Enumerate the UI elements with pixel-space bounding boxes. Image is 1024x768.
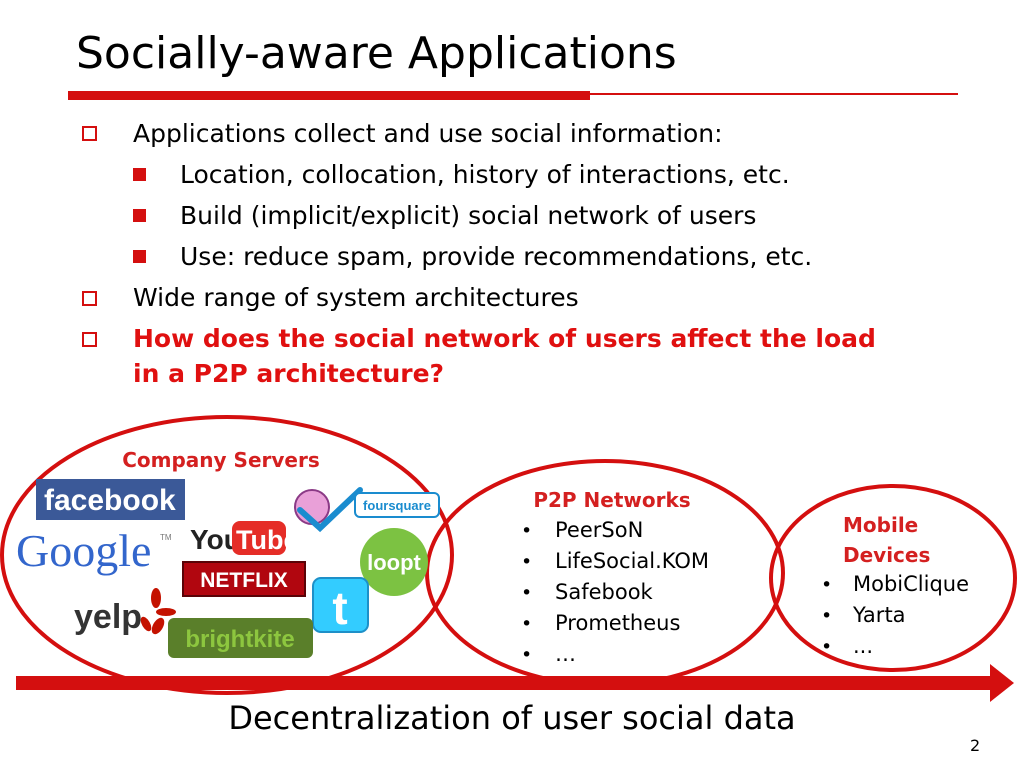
company-servers-label: Company Servers: [122, 448, 320, 472]
list-bullet-icon: •: [521, 582, 532, 604]
p2p-list: • PeerSoN • LifeSocial.KOM • Safebook • …: [521, 518, 709, 666]
title-rule-thick: [68, 91, 590, 100]
p2p-item: PeerSoN: [555, 518, 643, 542]
list-bullet-icon: •: [821, 636, 832, 658]
brightkite-logo-text: brightkite: [185, 626, 294, 653]
question-line-2: in a P2P architecture?: [133, 359, 445, 388]
hollow-square-bullet-icon: [82, 291, 97, 306]
google-tm-mark: TM: [160, 533, 172, 542]
netflix-logo-text: NETFLIX: [200, 569, 288, 592]
facebook-logo: facebook: [36, 479, 185, 520]
p2p-item: LifeSocial.KOM: [555, 549, 709, 573]
twitter-logo: t: [312, 577, 369, 634]
list-bullet-icon: •: [521, 613, 532, 635]
youtube-tube-text: Tube: [236, 525, 299, 555]
company-servers-oval: [0, 415, 454, 695]
mobile-item: Yarta: [852, 603, 906, 627]
yelp-logo-text: yelp: [74, 598, 142, 636]
foursquare-logo-text: foursquare: [363, 498, 431, 513]
yelp-logo: yelp: [74, 588, 176, 636]
facebook-logo-text: facebook: [44, 484, 176, 517]
brightkite-logo: brightkite: [168, 618, 313, 658]
p2p-item: Safebook: [555, 580, 654, 604]
p2p-item: Prometheus: [555, 611, 680, 635]
arrow-caption: Decentralization of user social data: [228, 699, 796, 737]
list-bullet-icon: •: [521, 644, 532, 666]
mobile-item: MobiClique: [853, 572, 969, 596]
p2p-item: …: [555, 642, 576, 666]
bullet-item: Applications collect and use social info…: [133, 119, 723, 148]
youtube-logo: You Tube: [190, 521, 299, 555]
solid-square-bullet-icon: [133, 250, 146, 263]
bullet-item: Build (implicit/explicit) social network…: [180, 201, 757, 230]
list-bullet-icon: •: [521, 520, 532, 542]
google-logo-text: Google: [16, 525, 151, 576]
page-number: 2: [970, 736, 981, 755]
foursquare-logo: foursquare: [294, 487, 440, 533]
yelp-burst-icon: [140, 588, 176, 635]
hollow-square-bullet-icon: [82, 126, 97, 141]
solid-square-bullet-icon: [133, 209, 146, 222]
mobile-devices-oval: [769, 484, 1017, 672]
bullet-item: Use: reduce spam, provide recommendation…: [180, 242, 813, 271]
mobile-item: ...: [853, 634, 873, 658]
mobile-devices-label-line1: Mobile: [843, 513, 918, 537]
hollow-square-bullet-icon: [82, 332, 97, 347]
p2p-networks-label: P2P Networks: [533, 488, 690, 512]
netflix-logo: NETFLIX: [182, 561, 306, 597]
slide-title: Socially-aware Applications: [76, 28, 677, 79]
mobile-devices-label-line2: Devices: [843, 543, 930, 567]
loopt-logo-text: loopt: [367, 550, 421, 575]
question-line-1: How does the social network of users aff…: [133, 324, 876, 353]
loopt-logo: loopt: [360, 528, 428, 596]
google-logo: Google TM: [16, 525, 172, 576]
mobile-list: • MobiClique • Yarta • ...: [821, 572, 969, 658]
twitter-logo-text: t: [332, 582, 347, 634]
list-bullet-icon: •: [821, 605, 832, 627]
bullet-item: Location, collocation, history of intera…: [180, 160, 790, 189]
solid-square-bullet-icon: [133, 168, 146, 181]
list-bullet-icon: •: [521, 551, 532, 573]
list-bullet-icon: •: [821, 574, 832, 596]
title-rule-thin: [590, 93, 958, 95]
bullet-item: Wide range of system architectures: [133, 283, 579, 312]
decentralization-arrow: [16, 664, 1014, 702]
